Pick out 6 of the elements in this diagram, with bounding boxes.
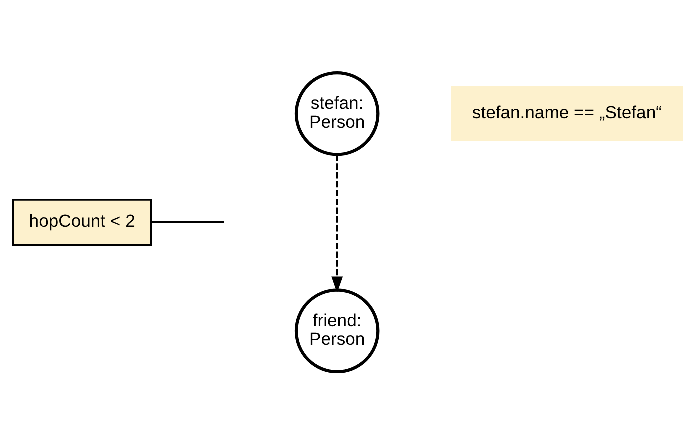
node-circle: friend: Person bbox=[294, 288, 380, 374]
node-box: stefan.name == „Stefan“ bbox=[451, 86, 684, 142]
node-circle: stefan: Person bbox=[294, 71, 380, 156]
connector bbox=[152, 222, 224, 224]
node-box: hopCount < 2 bbox=[12, 198, 152, 246]
arrow bbox=[332, 155, 344, 294]
